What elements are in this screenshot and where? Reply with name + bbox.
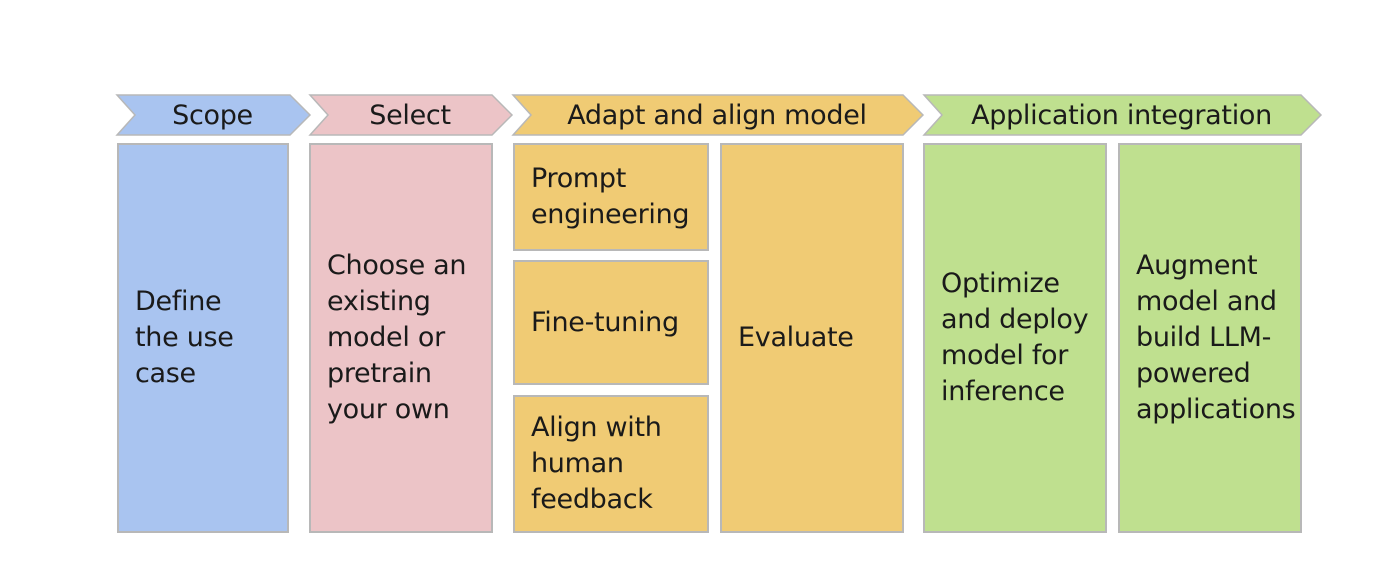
align-human-feedback-text: Align with human feedback: [531, 412, 662, 515]
stage-label-adapt: Adapt and align model: [567, 99, 867, 131]
select-arrow-shape: [308, 94, 514, 136]
stage-label-scope: Scope: [172, 99, 253, 131]
define-use-case-text: Define the use case: [135, 286, 234, 389]
scope-arrow-shape: [115, 94, 312, 136]
stage-label-integration: Application integration: [971, 99, 1272, 131]
evaluate-box: Evaluate: [720, 143, 904, 533]
fine-tuning-box: Fine-tuning: [513, 260, 709, 385]
prompt-engineering-box: Prompt engineering: [513, 143, 709, 251]
optimize-deploy-text: Optimize and deploy model for inference: [941, 268, 1089, 407]
align-human-feedback-box: Align with human feedback: [513, 395, 709, 533]
choose-model-text: Choose an existing model or pretrain you…: [327, 250, 467, 425]
integration-arrow-shape: [922, 94, 1323, 136]
choose-model-box: Choose an existing model or pretrain you…: [309, 143, 493, 533]
define-use-case-box: Define the use case: [117, 143, 289, 533]
stage-label-select: Select: [369, 99, 451, 131]
evaluate-text: Evaluate: [738, 322, 854, 353]
optimize-deploy-box: Optimize and deploy model for inference: [923, 143, 1107, 533]
fine-tuning-text: Fine-tuning: [531, 306, 679, 338]
adapt-arrow-shape: [511, 94, 925, 136]
augment-model-box: Augment model and build LLM-powered appl…: [1118, 143, 1302, 533]
prompt-engineering-text: Prompt engineering: [531, 163, 690, 230]
augment-model-text: Augment model and build LLM-powered appl…: [1136, 250, 1296, 425]
